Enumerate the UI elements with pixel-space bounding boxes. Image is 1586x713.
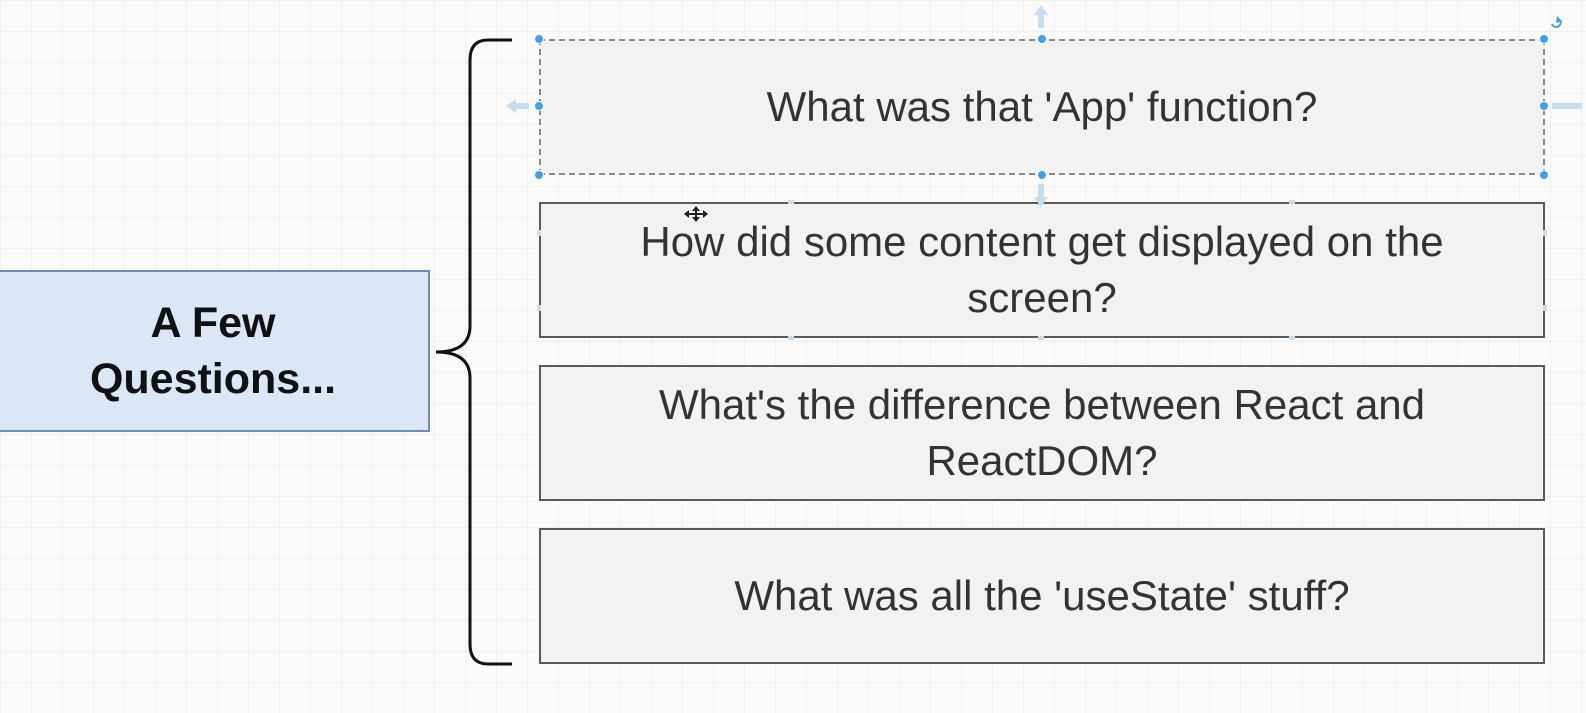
question-label: What's the difference between React and … — [658, 381, 1426, 484]
selection-handle-top-left[interactable] — [534, 34, 544, 44]
connection-arrow-icon[interactable] — [1034, 5, 1048, 28]
question-box-app-function[interactable]: What was that 'App' function? — [539, 39, 1545, 175]
question-box-react-vs-reactdom[interactable]: What's the difference between React and … — [539, 365, 1545, 501]
main-topic-node[interactable]: A Few Questions... — [0, 270, 430, 432]
question-box-usestate[interactable]: What was all the 'useState' stuff? — [539, 528, 1545, 664]
selection-handle-top[interactable] — [1037, 34, 1047, 44]
selection-handle-top-right[interactable] — [1539, 34, 1549, 44]
selection-handle-bottom[interactable] — [1037, 170, 1047, 180]
question-label: What was all the 'useState' stuff? — [734, 572, 1350, 619]
connection-arrow-icon[interactable] — [506, 99, 529, 113]
curly-brace-connector — [435, 38, 512, 666]
question-label: What was that 'App' function? — [766, 83, 1318, 130]
rotate-handle-icon[interactable] — [1551, 16, 1562, 28]
question-box-content-displayed[interactable]: How did some content get displayed on th… — [539, 202, 1545, 338]
selection-handle-bottom-left[interactable] — [534, 170, 544, 180]
main-topic-label: A Few Questions... — [89, 299, 337, 403]
selection-handle-bottom-right[interactable] — [1539, 170, 1549, 180]
anchor-ticks — [537, 200, 1547, 340]
move-cursor-icon — [684, 206, 708, 222]
selection-handle-left[interactable] — [534, 101, 544, 111]
question-label: How did some content get displayed on th… — [640, 218, 1444, 321]
connection-arrow-icon[interactable] — [1552, 103, 1582, 109]
connection-arrow-icon[interactable] — [1034, 184, 1048, 207]
selection-handle-right[interactable] — [1539, 101, 1549, 111]
